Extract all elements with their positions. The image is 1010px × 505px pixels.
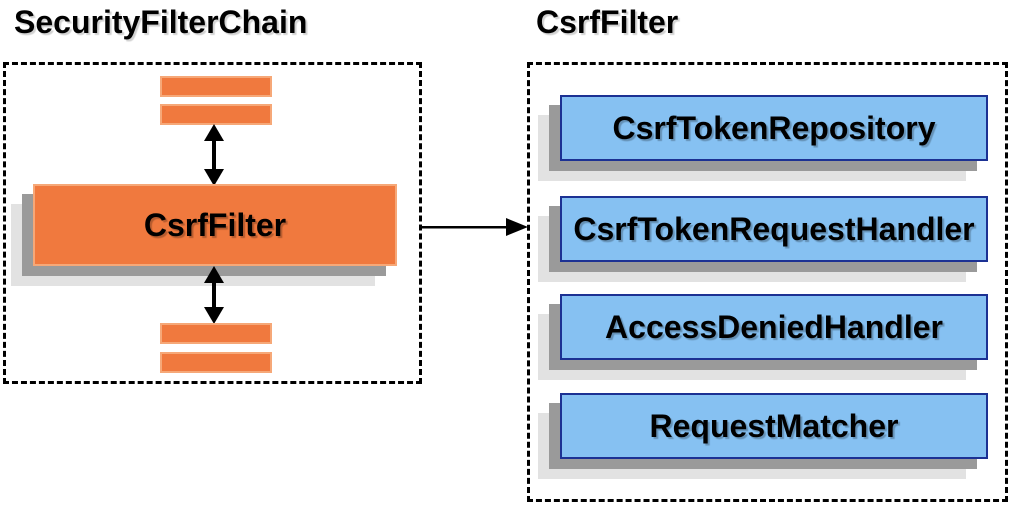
bidirectional-arrow-icon xyxy=(204,124,224,186)
filter-placeholder-bar xyxy=(160,104,272,125)
component-box-csrf-token-repository: CsrfTokenRepository xyxy=(560,95,988,161)
component-label: AccessDeniedHandler xyxy=(605,308,943,345)
security-filter-chain-container xyxy=(3,62,422,384)
connector-arrow-icon xyxy=(421,218,528,236)
bidirectional-arrow-icon xyxy=(204,266,224,324)
component-label: CsrfTokenRequestHandler xyxy=(573,210,975,247)
component-box-access-denied-handler: AccessDeniedHandler xyxy=(560,294,988,360)
csrf-filter-components-container xyxy=(527,62,1008,502)
component-label: RequestMatcher xyxy=(649,407,899,444)
csrf-filter-box: CsrfFilter xyxy=(33,184,397,266)
component-box-csrf-token-request-handler: CsrfTokenRequestHandler xyxy=(560,196,988,262)
csrf-filter-title: CsrfFilter xyxy=(536,4,679,40)
component-label: CsrfTokenRepository xyxy=(612,109,936,146)
filter-placeholder-bar xyxy=(160,76,272,97)
security-filter-chain-title: SecurityFilterChain xyxy=(14,4,308,40)
csrf-filter-box-label: CsrfFilter xyxy=(143,206,287,243)
filter-placeholder-bar xyxy=(160,352,272,373)
filter-placeholder-bar xyxy=(160,323,272,344)
component-box-request-matcher: RequestMatcher xyxy=(560,393,988,459)
